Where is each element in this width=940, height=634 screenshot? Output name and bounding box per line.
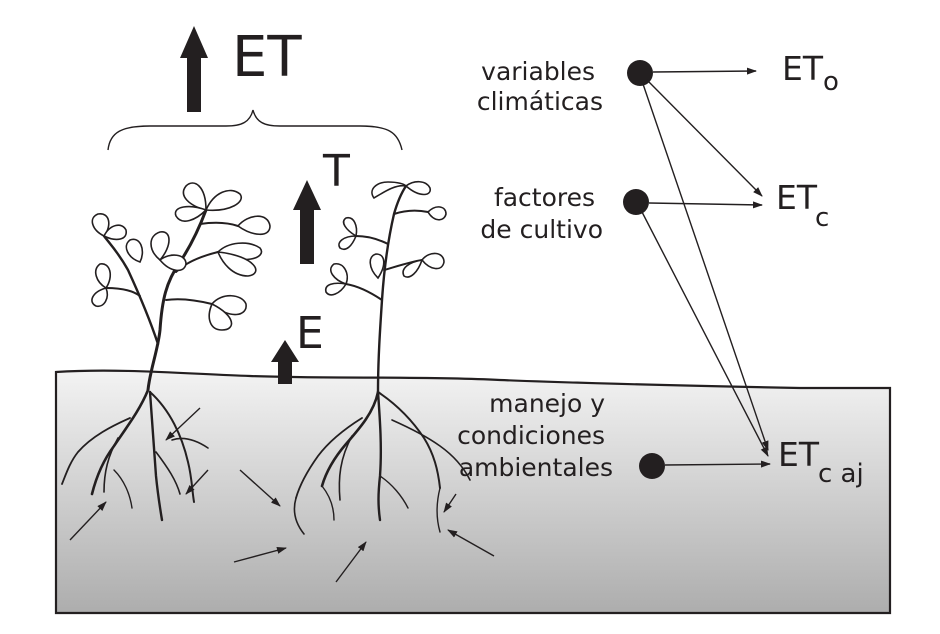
water-uptake-arrows (69, 407, 495, 583)
right-plant-icon (324, 180, 447, 394)
etcaj-sub-label: c aj (818, 459, 864, 489)
climatic-node (627, 60, 653, 86)
eto-output: ET o (782, 49, 839, 97)
right-roots-icon (293, 390, 471, 535)
crop-factor-label: factores de cultivo (480, 183, 603, 244)
eto-main-label: ET (782, 49, 824, 88)
etcaj-output: ET c aj (778, 435, 864, 489)
eto-sub-label: o (823, 67, 839, 97)
e-label: E (296, 308, 324, 359)
et-brace (107, 109, 403, 151)
etc-output: ET c (776, 178, 829, 233)
etcaj-main-label: ET (778, 435, 820, 474)
etc-main-label: ET (776, 178, 818, 217)
etc-sub-label: c (815, 203, 829, 233)
management-factor-label: manejo y condiciones ambientales (457, 389, 613, 482)
left-plant-icon (91, 182, 271, 392)
soil-block (54, 369, 892, 615)
et-label: ET (232, 25, 302, 90)
et-arrow-icon (180, 26, 208, 112)
climatic-factor-label: variables climáticas (477, 57, 603, 116)
crop-node (623, 189, 649, 215)
connector-arrows (641, 67, 771, 468)
management-node (639, 453, 665, 479)
e-arrow-icon (271, 340, 299, 384)
t-label: T (322, 146, 350, 197)
t-arrow-icon (293, 180, 321, 264)
